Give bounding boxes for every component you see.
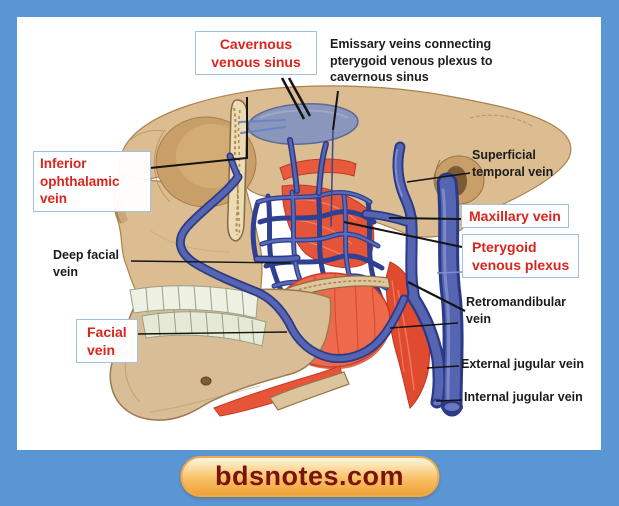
label-cavernous-venous-sinus: Cavernous venous sinus [195,31,317,76]
label-external-jugular-vein: External jugular vein [461,357,584,371]
label-internal-jugular-vein: Internal jugular vein [464,390,583,404]
label-superficial-temporal-vein: Superficial temporal vein [472,148,554,179]
site-watermark-text: bdsnotes.com [214,461,405,491]
label-facial-vein: Facial vein [76,319,138,364]
label-inferior-ophthalamic-vein: Inferior ophthalamic vein [33,151,151,212]
label-maxillary-vein: Maxillary vein [461,204,569,229]
label-retromandibular-vein: Retromandibular vein [466,295,567,326]
label-pterygoid-venous-plexus: Pterygoid venous plexus [462,234,580,279]
label-deep-facial-vein: Deep facial vein [53,248,120,279]
label-emissary-veins: Emissary veins connecting pterygoid veno… [330,37,493,84]
site-watermark-badge: bdsnotes.com [179,456,440,497]
